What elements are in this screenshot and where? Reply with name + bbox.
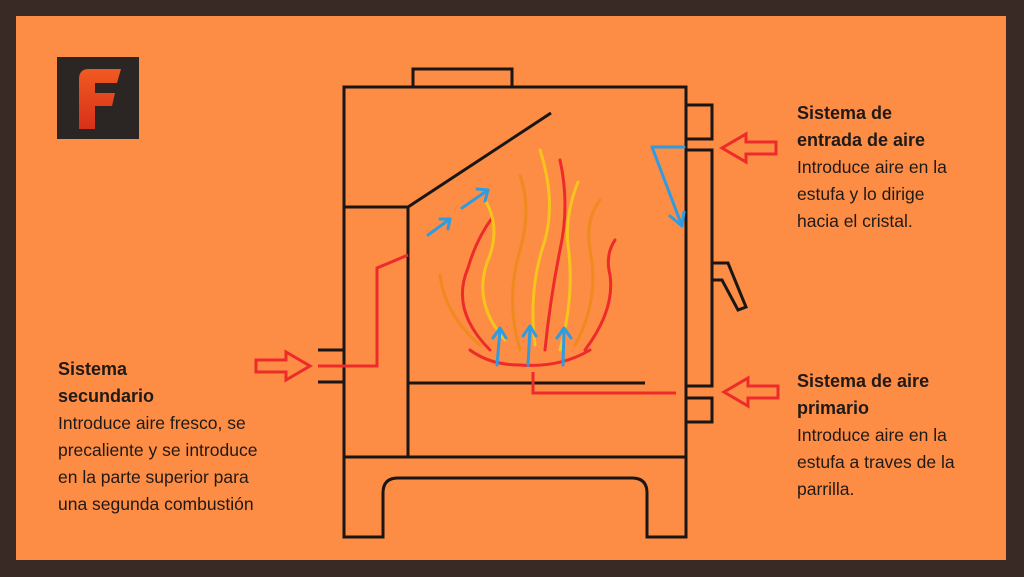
stove-top-vent <box>684 103 714 141</box>
label-sistema-entrada: Sistema de entrada de aire Introduce air… <box>797 100 1007 235</box>
door-handle-icon <box>710 261 748 312</box>
secondary-air-path <box>318 253 409 368</box>
airflow-red <box>318 253 676 395</box>
secondary-air-arrow-icon <box>254 349 313 383</box>
stove-baffle <box>407 111 552 209</box>
stove-outline <box>318 67 748 539</box>
label-sistema-secundario: Sistema secundario Introduce aire fresco… <box>58 356 318 518</box>
stove-legs <box>342 457 688 539</box>
label-description: Introduce aire en la estufa a traves de … <box>797 425 955 499</box>
airflow-arrow-icon <box>426 145 686 367</box>
airflow-arrow-icon <box>254 131 780 409</box>
intake-blue-arrow-icon <box>650 145 686 228</box>
flame-icon <box>438 148 617 367</box>
primary-air-arrow-icon <box>721 375 780 409</box>
label-title: Sistema de aire primario <box>797 371 930 418</box>
intake-air-arrow-icon <box>719 131 778 165</box>
f-logo-icon <box>79 69 121 129</box>
diagram-panel <box>16 16 1006 560</box>
primary-air-path <box>531 372 676 395</box>
stove-chimney <box>411 67 514 89</box>
label-title: Sistema de entrada de aire <box>797 103 926 150</box>
label-sistema-primario: Sistema de aire primario Introduce aire … <box>797 368 1007 503</box>
label-description: Introduce aire en la estufa y lo dirige … <box>797 157 947 231</box>
label-title: Sistema secundario <box>58 359 155 406</box>
stove-door <box>684 148 714 388</box>
label-description: Introduce aire fresco, se precaliente y … <box>58 413 258 514</box>
stove-bottom-vent <box>684 396 714 424</box>
brand-logo <box>57 57 139 139</box>
stove-inner-wall <box>344 205 410 457</box>
